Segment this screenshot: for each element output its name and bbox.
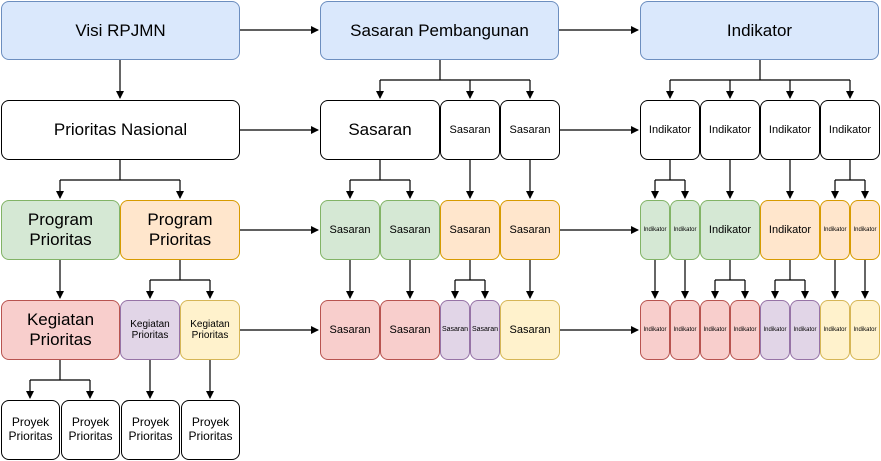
indikator-pp-box-3: Indikator	[700, 200, 760, 260]
sasaran-kp-box-1: Sasaran	[320, 300, 380, 360]
indikator-pp-box-5: Indikator	[820, 200, 850, 260]
indikator-kp-box-1: Indikator	[640, 300, 670, 360]
sasaran-pn-box-3: Sasaran	[500, 100, 560, 160]
program-prioritas-box-1: Program Prioritas	[1, 200, 120, 260]
sasaran-pp-box-1: Sasaran	[320, 200, 380, 260]
kegiatan-prioritas-box-1: Kegiatan Prioritas	[1, 300, 120, 360]
indikator-kp-box-5: Indikator	[760, 300, 790, 360]
sasaran-kp-box-2: Sasaran	[380, 300, 440, 360]
indikator-kp-box-6: Indikator	[790, 300, 820, 360]
indikator-header-box: Indikator	[640, 1, 879, 60]
indikator-pn-box-3: Indikator	[760, 100, 820, 160]
sasaran-kp-box-3: Sasaran	[440, 300, 470, 360]
sasaran-pembangunan-box: Sasaran Pembangunan	[320, 1, 559, 60]
visi-rpjmn-box: Visi RPJMN	[1, 1, 240, 60]
prioritas-nasional-box: Prioritas Nasional	[1, 100, 240, 160]
sasaran-pp-box-2: Sasaran	[380, 200, 440, 260]
sasaran-pp-box-4: Sasaran	[500, 200, 560, 260]
program-prioritas-box-2: Program Prioritas	[120, 200, 240, 260]
indikator-pp-box-1: Indikator	[640, 200, 670, 260]
indikator-kp-box-4: Indikator	[730, 300, 760, 360]
sasaran-pp-box-3: Sasaran	[440, 200, 500, 260]
indikator-kp-box-3: Indikator	[700, 300, 730, 360]
indikator-pn-box-1: Indikator	[640, 100, 700, 160]
kegiatan-prioritas-box-2: Kegiatan Prioritas	[120, 300, 180, 360]
kegiatan-prioritas-box-3: Kegiatan Prioritas	[180, 300, 240, 360]
sasaran-kp-box-5: Sasaran	[500, 300, 560, 360]
sasaran-kp-box-4: Sasaran	[470, 300, 500, 360]
indikator-pp-box-4: Indikator	[760, 200, 820, 260]
indikator-kp-box-8: Indikator	[850, 300, 880, 360]
proyek-prioritas-box-2: Proyek Prioritas	[61, 400, 120, 460]
sasaran-pn-box: Sasaran	[320, 100, 440, 160]
indikator-pp-box-6: Indikator	[850, 200, 880, 260]
indikator-pp-box-2: Indikator	[670, 200, 700, 260]
proyek-prioritas-box-4: Proyek Prioritas	[181, 400, 240, 460]
proyek-prioritas-box-3: Proyek Prioritas	[121, 400, 180, 460]
sasaran-pn-box-2: Sasaran	[440, 100, 500, 160]
indikator-kp-box-2: Indikator	[670, 300, 700, 360]
indikator-pn-box-2: Indikator	[700, 100, 760, 160]
indikator-pn-box-4: Indikator	[820, 100, 880, 160]
indikator-kp-box-7: Indikator	[820, 300, 850, 360]
proyek-prioritas-box-1: Proyek Prioritas	[1, 400, 60, 460]
